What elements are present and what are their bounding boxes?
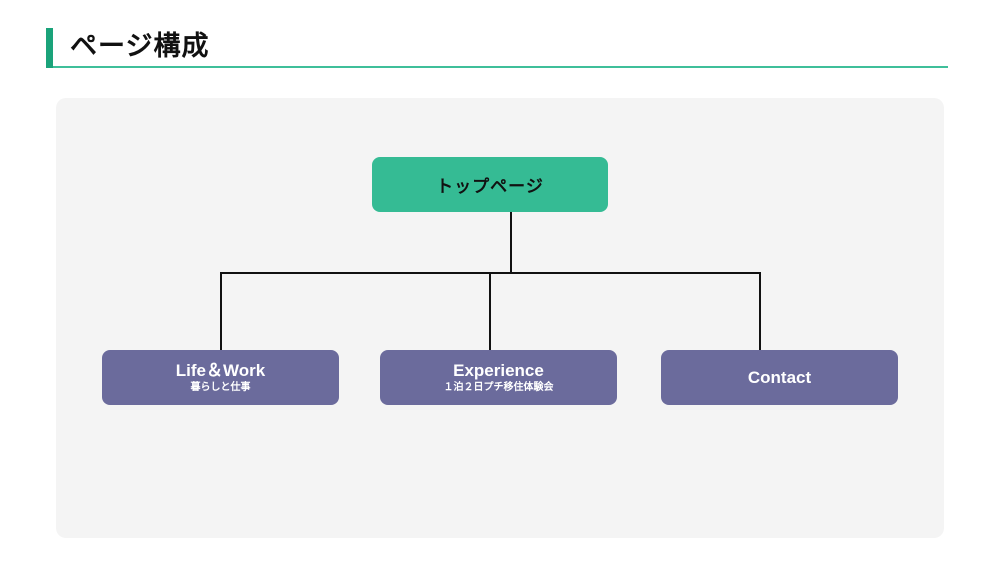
connector-root-down bbox=[510, 212, 512, 273]
node-top-page-label: トップページ bbox=[436, 177, 544, 197]
connector-drop-contact bbox=[759, 272, 761, 352]
node-life-work: Life＆Work 暮らしと仕事 bbox=[102, 350, 339, 405]
node-contact: Contact bbox=[661, 350, 898, 405]
node-experience-title: Experience bbox=[453, 360, 544, 380]
node-experience-subtitle: １泊２日プチ移住体験会 bbox=[443, 381, 554, 393]
node-top-page: トップページ bbox=[372, 157, 608, 212]
node-contact-title: Contact bbox=[747, 367, 812, 387]
connector-drop-experience bbox=[489, 272, 491, 350]
page-title: ページ構成 bbox=[70, 31, 210, 62]
title-underline bbox=[53, 66, 948, 68]
node-life-work-title: Life＆Work bbox=[175, 360, 266, 380]
node-life-work-subtitle: 暮らしと仕事 bbox=[190, 381, 251, 393]
title-accent-bar bbox=[46, 28, 53, 68]
node-experience: Experience １泊２日プチ移住体験会 bbox=[380, 350, 617, 405]
connector-drop-life-work bbox=[220, 272, 222, 350]
